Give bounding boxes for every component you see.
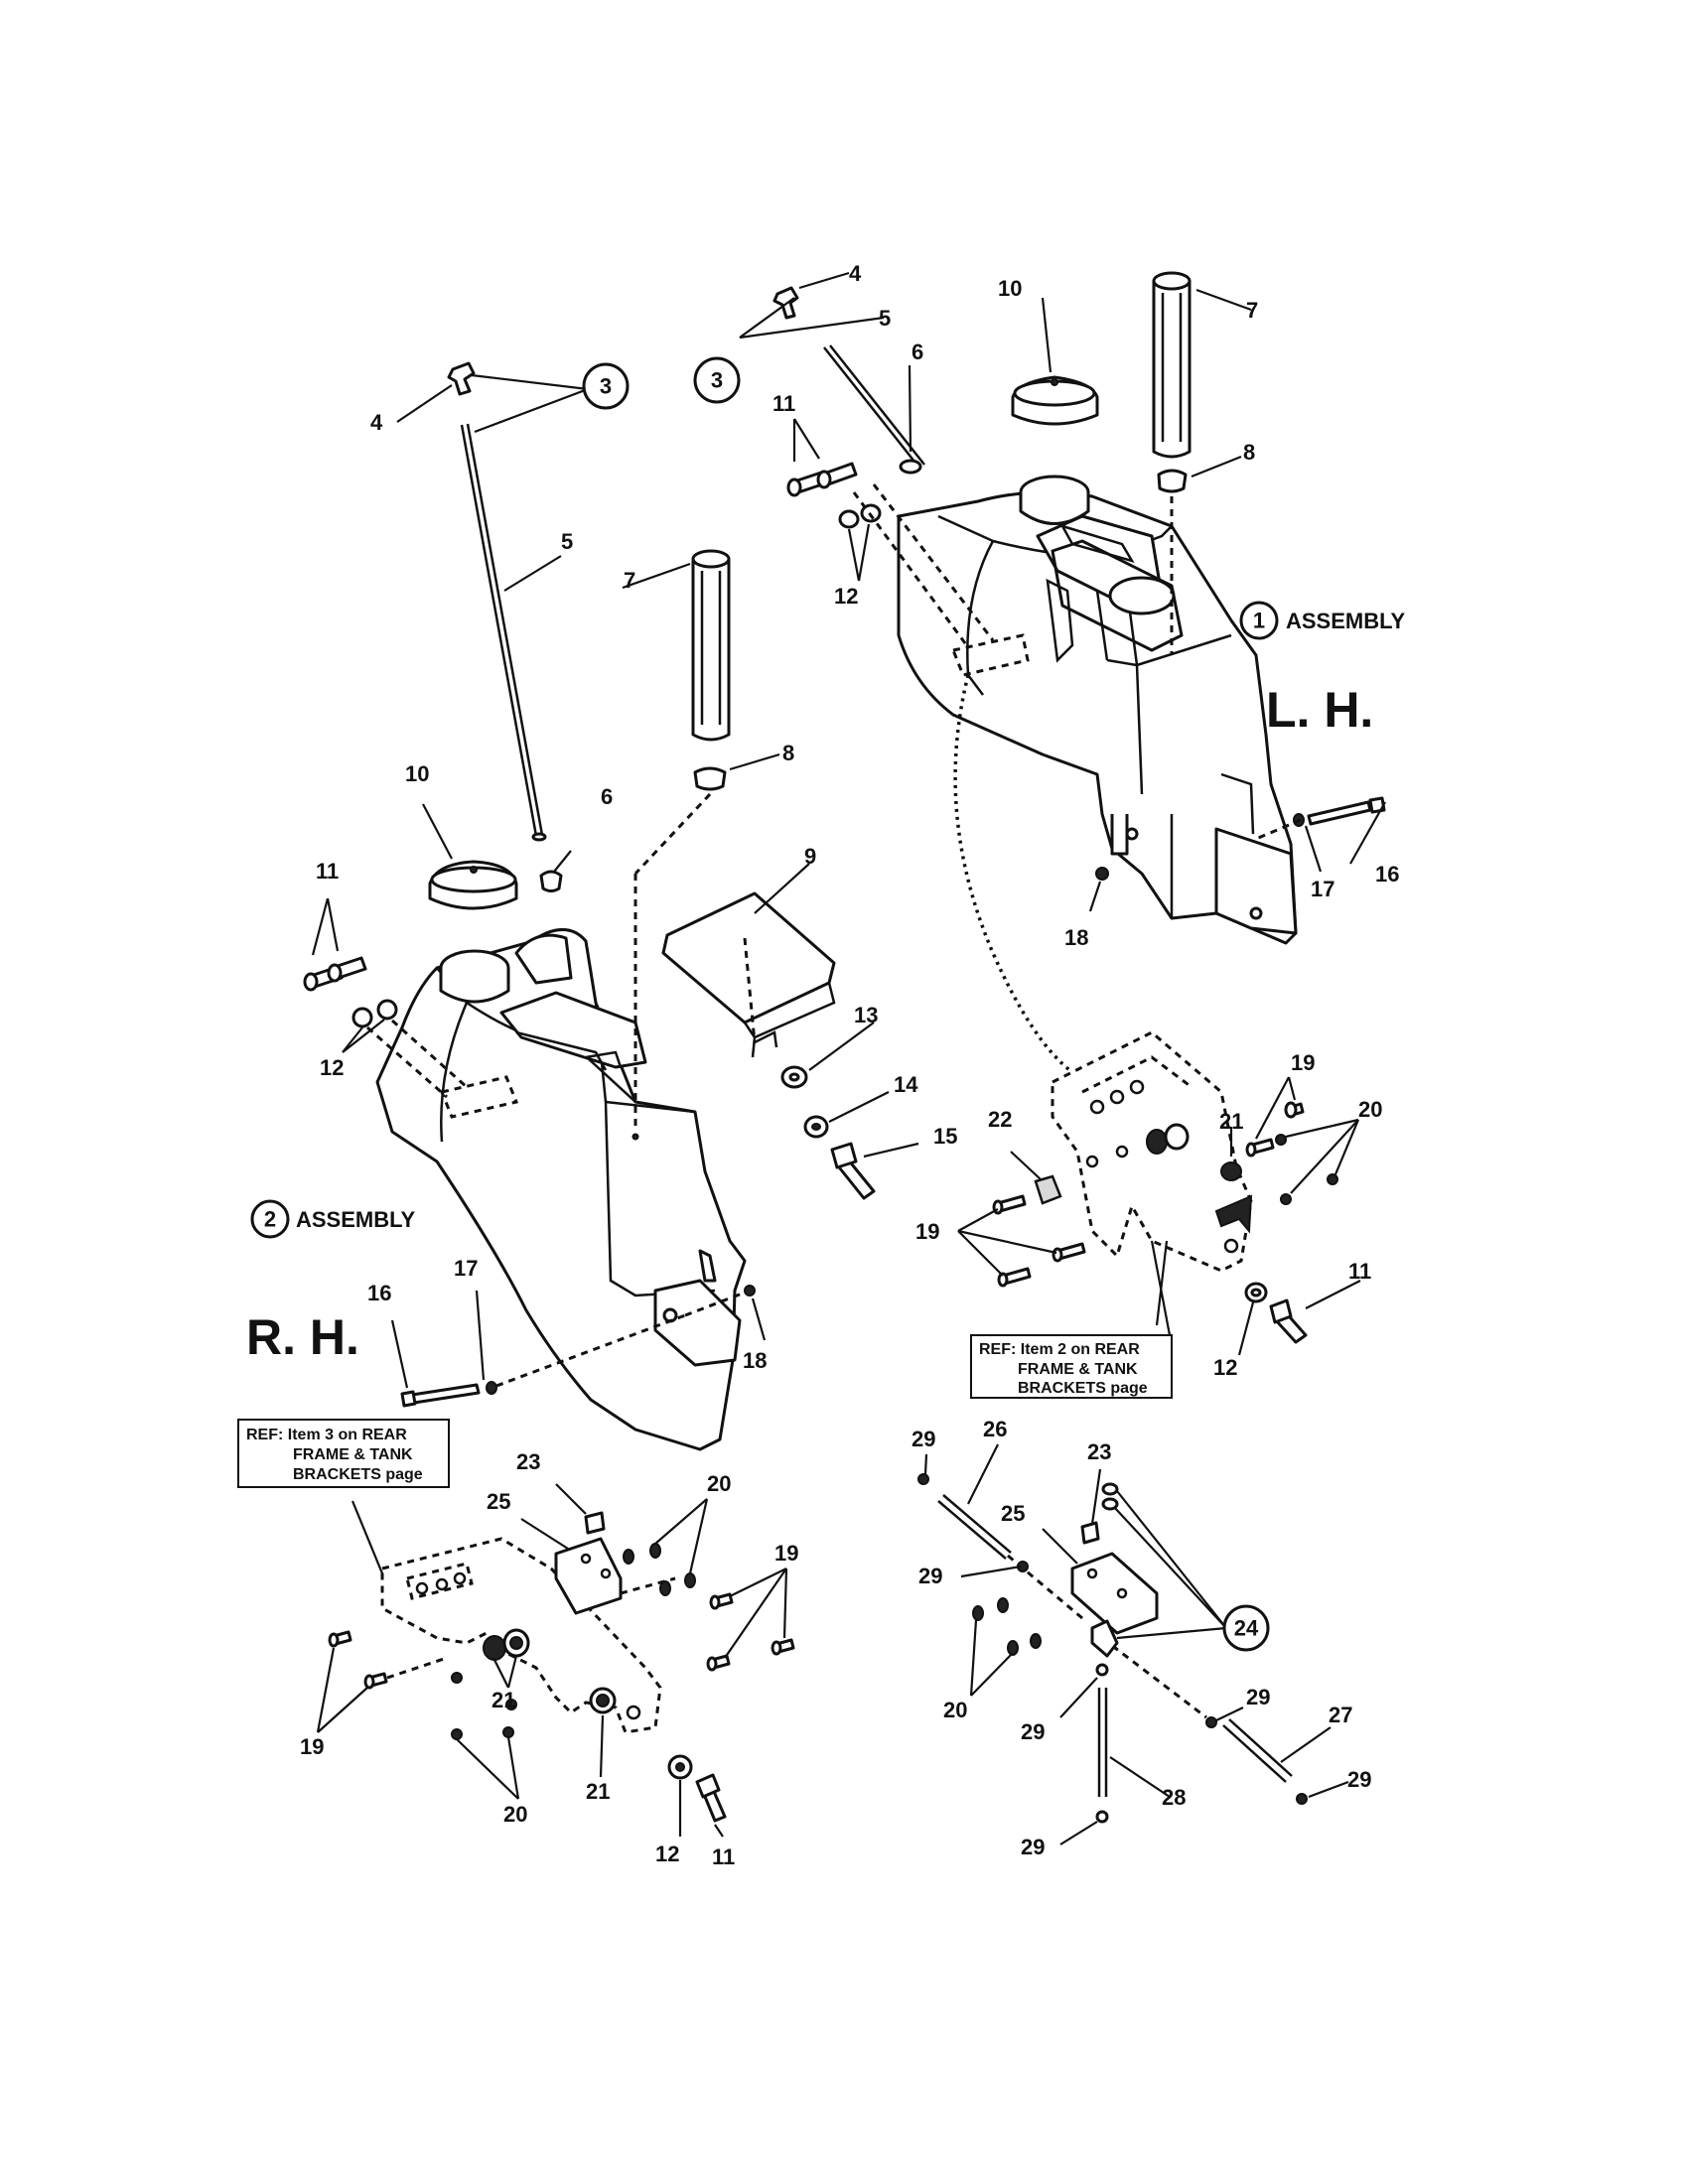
callout-5: 5: [879, 306, 891, 331]
callout-6: 6: [912, 340, 923, 364]
ref-note-rh-line-1: REF: Item 3 on REAR: [246, 1427, 407, 1443]
callout-7: 7: [624, 568, 635, 593]
rh-fuel-tank: [375, 927, 747, 1451]
callout-19: 19: [1291, 1050, 1315, 1075]
ref-note-lh: REF: Item 2 on REAR FRAME & TANK BRACKET…: [970, 1334, 1173, 1399]
callout-12: 12: [655, 1842, 679, 1866]
callout-23: 23: [1087, 1439, 1111, 1464]
callout-26: 26: [983, 1417, 1007, 1441]
assembly-2-label: ASSEMBLY: [296, 1207, 416, 1232]
callout-21: 21: [1219, 1109, 1243, 1134]
assembly-labels: ASSEMBLY ASSEMBLY L. H. R. H.: [246, 609, 1406, 1365]
callout-25: 25: [1001, 1501, 1025, 1526]
callouts-lower-lh: 29 26 23 25 29 20 29 29 27 29 28 29: [912, 1417, 1371, 1859]
ref-note-lh-line-3: BRACKETS page: [1018, 1380, 1148, 1397]
callouts-lower-rh: 23 25 20 19 19 21 21 20 12 11: [300, 1449, 798, 1869]
lh-lower-linkage: [917, 1473, 1308, 1824]
callout-20: 20: [503, 1802, 527, 1827]
callout-20: 20: [1358, 1097, 1382, 1122]
ref-note-rh-line-2: FRAME & TANK: [293, 1446, 413, 1463]
callout-16: 16: [367, 1281, 391, 1305]
callout-9: 9: [804, 844, 816, 869]
callout-19: 19: [915, 1219, 939, 1244]
callout-11: 11: [772, 391, 795, 416]
callout-25: 25: [487, 1489, 510, 1514]
lh-side-label: L. H.: [1266, 682, 1373, 738]
callout-5: 5: [561, 529, 573, 554]
callout-8: 8: [782, 741, 794, 765]
callout-13: 13: [854, 1003, 878, 1027]
callout-3-rh: 3: [600, 374, 612, 399]
callout-6: 6: [601, 784, 613, 809]
callout-21: 21: [491, 1688, 515, 1712]
callout-12: 12: [1213, 1355, 1237, 1380]
callout-18: 18: [1064, 925, 1088, 950]
callout-12: 12: [834, 584, 858, 609]
callout-11: 11: [1348, 1259, 1371, 1284]
assembly-1-number: 1: [1253, 609, 1265, 633]
callout-29: 29: [1246, 1685, 1270, 1709]
ref-note-rh: REF: Item 3 on REAR FRAME & TANK BRACKET…: [237, 1419, 450, 1488]
callout-29: 29: [1021, 1719, 1045, 1744]
callout-16: 16: [1375, 862, 1399, 887]
callout-27: 27: [1329, 1703, 1352, 1727]
callout-4: 4: [849, 261, 862, 286]
ref-note-rh-line-3: BRACKETS page: [293, 1466, 423, 1483]
callout-20: 20: [707, 1471, 731, 1496]
ref-note-lh-line-1: REF: Item 2 on REAR: [979, 1341, 1140, 1358]
callout-7: 7: [1246, 298, 1258, 323]
callout-3-lh: 3: [711, 368, 723, 393]
ref-note-lh-line-2: FRAME & TANK: [1018, 1361, 1138, 1378]
rh-side-label: R. H.: [246, 1309, 359, 1365]
rh-rear-bracket: [328, 1511, 795, 1823]
callout-19: 19: [300, 1734, 324, 1759]
callout-8: 8: [1243, 440, 1255, 465]
circled-callouts: 3 3 24 1 2: [250, 356, 1279, 1652]
callouts-rh: 4 5 7 8 9 10 6 11 12 13 14 15 16 17 18: [316, 410, 957, 1373]
callout-18: 18: [743, 1348, 767, 1373]
callout-15: 15: [933, 1124, 957, 1149]
lh-fuel-tank: [897, 475, 1298, 945]
callout-29: 29: [1021, 1835, 1045, 1859]
callout-4: 4: [370, 410, 383, 435]
rh-fuel-fittings: [303, 361, 876, 1408]
callout-29: 29: [912, 1427, 935, 1451]
callout-21: 21: [586, 1779, 610, 1804]
callout-19: 19: [774, 1541, 798, 1566]
assembly-1-label: ASSEMBLY: [1286, 609, 1406, 633]
callouts-lh: 4 5 6 10 7 8 11 12 16 17 18 19 20 21 22 …: [772, 261, 1399, 1380]
callout-17: 17: [1311, 877, 1334, 901]
callout-28: 28: [1162, 1785, 1186, 1810]
callout-29: 29: [918, 1564, 942, 1588]
callout-14: 14: [894, 1072, 918, 1097]
callout-10: 10: [405, 761, 429, 786]
callout-12: 12: [320, 1055, 344, 1080]
lh-fuel-fittings: [772, 271, 1386, 881]
callout-10: 10: [998, 276, 1022, 301]
callout-29: 29: [1347, 1767, 1371, 1792]
callout-20: 20: [943, 1698, 967, 1722]
callout-22: 22: [988, 1107, 1012, 1132]
callout-11: 11: [712, 1844, 735, 1869]
assembly-2-number: 2: [264, 1207, 276, 1232]
callout-24: 24: [1234, 1616, 1259, 1641]
callout-23: 23: [516, 1449, 540, 1474]
leader-lines: [311, 271, 1386, 1845]
lh-rear-bracket: [953, 674, 1338, 1344]
callout-17: 17: [454, 1256, 478, 1281]
callout-11: 11: [316, 859, 339, 884]
